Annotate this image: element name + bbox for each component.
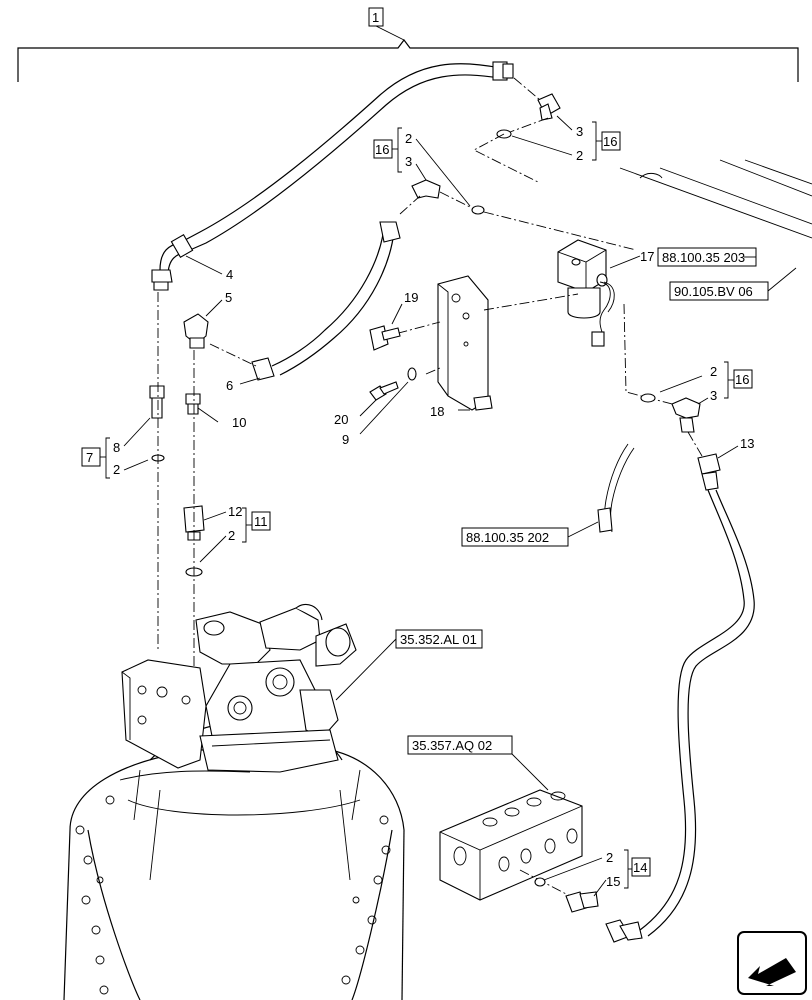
callout-6: 6: [226, 378, 233, 393]
callout-3-top: 3: [576, 124, 583, 139]
callout-17: 17: [640, 249, 654, 264]
callout-16-right: 16: [735, 372, 749, 387]
bolt-19: [369, 325, 401, 351]
callout-16-center: 16: [375, 142, 389, 157]
callout-14: 14: [633, 860, 647, 875]
elbow-fitting-right: [671, 397, 701, 433]
callout-7: 7: [86, 450, 93, 465]
callout-16-top: 16: [603, 134, 617, 149]
swing-motor: [63, 603, 405, 1000]
bolt-20: [369, 367, 417, 401]
tube-13: [605, 489, 755, 943]
callout-12: 12: [228, 504, 242, 519]
callout-9: 9: [342, 432, 349, 447]
callout-2-lower: 2: [228, 528, 235, 543]
ref-88-100-35-202: 88.100.35 202: [466, 530, 549, 545]
wire-harness: [597, 443, 635, 533]
solenoid-valve: [557, 239, 615, 347]
elbow-fitting-center: [411, 179, 485, 215]
manifold-block: [439, 789, 583, 901]
hose-item-6: [251, 221, 401, 381]
frame-outline: [619, 159, 812, 239]
callout-3-center: 3: [405, 154, 412, 169]
callout-1: 1: [372, 10, 379, 25]
adapter-8: [149, 385, 165, 419]
callout-2-bottom: 2: [606, 850, 613, 865]
callout-3-right: 3: [710, 388, 717, 403]
callout-11: 11: [254, 514, 268, 529]
callout-18: 18: [430, 404, 444, 419]
arrow-back-icon[interactable]: [737, 931, 807, 995]
callout-13: 13: [740, 436, 754, 451]
callout-19: 19: [404, 290, 418, 305]
ref-90-105-bv-06: 90.105.BV 06: [674, 284, 753, 299]
callout-5: 5: [225, 290, 232, 305]
callout-15: 15: [606, 874, 620, 889]
hose-end-13: [697, 453, 721, 491]
bracket-plate: [437, 275, 493, 411]
hose-item-4: [151, 61, 514, 291]
callout-8: 8: [113, 440, 120, 455]
fitting-top-right: [496, 77, 561, 139]
callout-2-left: 2: [113, 462, 120, 477]
assembly-bracket: 1: [17, 7, 799, 82]
callout-4: 4: [226, 267, 233, 282]
callout-2-right: 2: [710, 364, 717, 379]
ref-88-100-35-203: 88.100.35 203: [662, 250, 745, 265]
fitting-15: [565, 891, 599, 913]
ref-35-357-aq-02: 35.357.AQ 02: [412, 738, 492, 753]
adapter-10: [185, 393, 201, 415]
ref-35-352-al-01: 35.352.AL 01: [400, 632, 477, 647]
callout-20: 20: [334, 412, 348, 427]
elbow-fitting-5: [183, 313, 209, 349]
callout-10: 10: [232, 415, 246, 430]
callout-2-center: 2: [405, 131, 412, 146]
callout-2-top: 2: [576, 148, 583, 163]
